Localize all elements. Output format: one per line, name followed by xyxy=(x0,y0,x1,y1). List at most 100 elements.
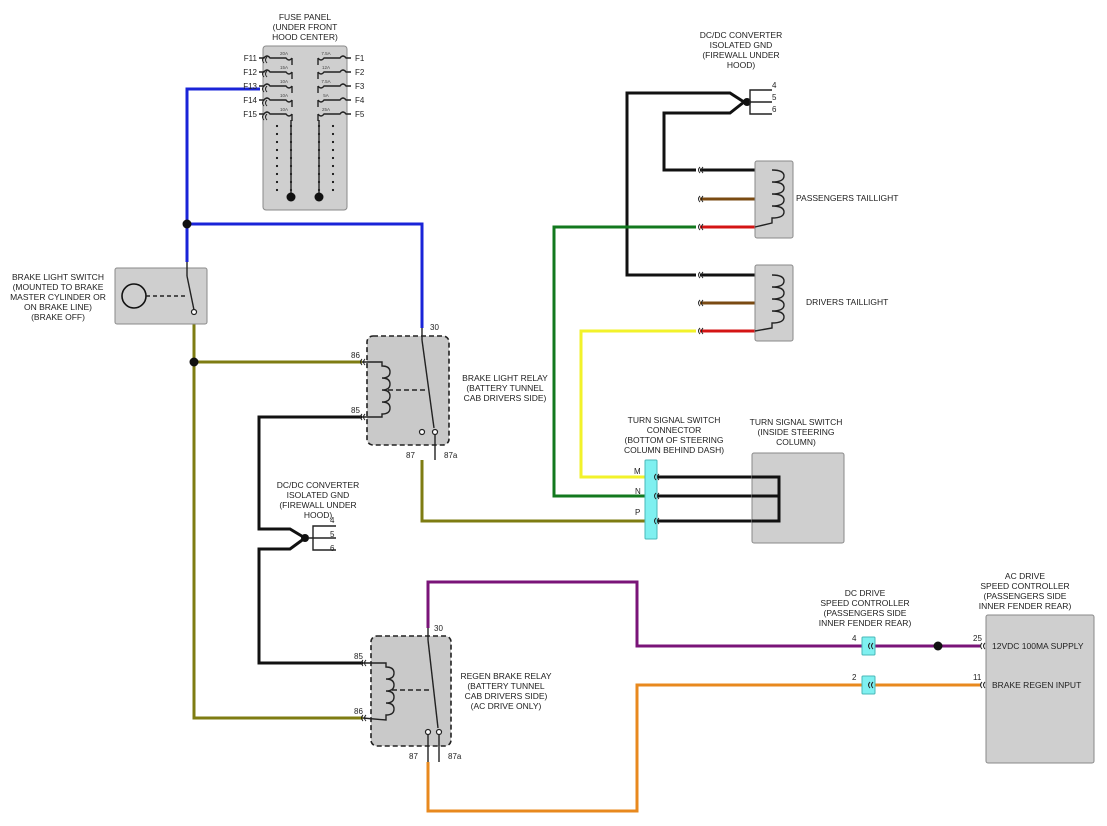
dcdc-top-title-1: DC/DC CONVERTER xyxy=(700,30,783,40)
brake-light-relay: 30 86 85 87 87a BRAKE LIGHT RELAY (BATTE… xyxy=(351,323,548,460)
fuse-right-symbol xyxy=(317,111,351,117)
fuse-right-id: F5 xyxy=(355,110,365,119)
fuse-bus-dot xyxy=(275,156,279,160)
fuse-left-symbol xyxy=(259,83,293,89)
ts-connector-title-2: CONNECTOR xyxy=(647,425,702,435)
brake-relay-pin-87: 87 xyxy=(406,451,415,460)
fuse-right-rating: 5A xyxy=(323,93,329,98)
dcdc-top-title-4: HOOD) xyxy=(727,60,756,70)
terminal-connector-mark xyxy=(361,659,367,667)
regen-relay-pin-87: 87 xyxy=(409,752,418,761)
regen-relay-title-1: REGEN BRAKE RELAY xyxy=(460,671,551,681)
terminal-connector-mark xyxy=(980,642,986,650)
fuse-bus-dot xyxy=(275,188,279,192)
olive-wire-87-to-connector-p xyxy=(420,460,647,523)
ac-drive-title-2: SPEED CONTROLLER xyxy=(980,581,1069,591)
dcdc-top-pin-5: 5 xyxy=(772,93,777,102)
fuse-bus-dot xyxy=(275,132,279,136)
fuse-bus-dot xyxy=(331,180,335,184)
dcdc-mid-pin-5: 5 xyxy=(330,530,335,539)
fuse-left-id: F12 xyxy=(243,68,257,77)
black-wire-dcdc-to-regen-85 xyxy=(257,536,363,665)
blue-wire-fuse-to-switch xyxy=(185,87,260,224)
junction-blue xyxy=(182,219,192,229)
ts-connector-body xyxy=(644,459,658,540)
fuse-left-symbol xyxy=(259,69,293,75)
fuse-panel-title-3: HOOD CENTER) xyxy=(272,32,338,42)
fuse-right-symbol xyxy=(317,83,351,89)
drivers-taillight: DRIVERS TAILLIGHT xyxy=(754,264,888,342)
terminal-connector-mark xyxy=(868,681,874,689)
ts-connector-pin-p: P xyxy=(635,508,640,517)
ac-drive-pin-11: 11 xyxy=(973,673,982,682)
terminal-connector-mark xyxy=(361,714,367,722)
terminal-connector-mark xyxy=(262,70,268,78)
brake-relay-87-terminal xyxy=(418,428,426,436)
fuse-right-rating: 25A xyxy=(322,107,330,112)
regen-relay-pin-86: 86 xyxy=(354,707,363,716)
fuse-left-rating: 10A xyxy=(280,93,288,98)
brake-relay-title-2: (BATTERY TUNNEL xyxy=(466,383,544,393)
dcdc-top-pin-4: 4 xyxy=(772,81,777,90)
regen-brake-relay: 30 85 86 87 87a REGEN BRAKE RELAY (BATTE… xyxy=(354,624,552,762)
dcdc-top-title-3: (FIREWALL UNDER xyxy=(702,50,779,60)
dcdc-mid-pin-6: 6 xyxy=(330,544,335,553)
dcdc-converter-mid: DC/DC CONVERTER ISOLATED GND (FIREWALL U… xyxy=(277,480,360,553)
dcdc-top-pin-6: 6 xyxy=(772,105,777,114)
black-wire-top-dcdc-to-passengers xyxy=(662,100,745,172)
dcdc-mid-common-dot xyxy=(301,534,309,542)
terminal-connector-mark xyxy=(698,195,704,203)
fuse-bus-dot xyxy=(275,180,279,184)
regen-relay-title-3: CAB DRIVERS SIDE) xyxy=(465,691,548,701)
terminal-connector-mark xyxy=(980,681,986,689)
ts-connector-title-4: COLUMN BEHIND DASH) xyxy=(624,445,724,455)
fuse-panel: FUSE PANEL (UNDER FRONT HOOD CENTER) F11… xyxy=(243,12,365,211)
brake-relay-pin-30: 30 xyxy=(430,323,439,332)
ac-drive-body xyxy=(985,614,1095,764)
passengers-taillight: PASSENGERS TAILLIGHT xyxy=(754,160,899,239)
regen-relay-87a-terminal xyxy=(435,728,443,736)
regen-relay-switch-blade xyxy=(427,639,439,729)
brake-relay-title-1: BRAKE LIGHT RELAY xyxy=(462,373,548,383)
brake-light-switch: BRAKE LIGHT SWITCH (MOUNTED TO BRAKE MAS… xyxy=(10,262,208,325)
black-wire-relay-85-to-dcdc xyxy=(257,415,362,540)
dc-drive-title-3: (PASSENGERS SIDE xyxy=(824,608,907,618)
brake-switch-title-4: ON BRAKE LINE) xyxy=(24,302,92,312)
fuse-bus-dot xyxy=(275,172,279,176)
turn-signal-connector: TURN SIGNAL SWITCH CONNECTOR (BOTTOM OF … xyxy=(624,415,724,540)
dcdc-mid-title-3: (FIREWALL UNDER xyxy=(279,500,356,510)
fuse-panel-title-2: (UNDER FRONT xyxy=(273,22,338,32)
dcdc-top-common-dot xyxy=(743,98,751,106)
terminal-connector-mark xyxy=(360,413,366,421)
fuse-bus-dot xyxy=(275,148,279,152)
fuse-panel-title-1: FUSE PANEL xyxy=(279,12,332,22)
fuse-right-id: F4 xyxy=(355,96,365,105)
dc-drive-title-1: DC DRIVE xyxy=(845,588,886,598)
ac-drive-supply-label: 12VDC 100MA SUPPLY xyxy=(992,641,1084,651)
fuse-bus-dot xyxy=(331,188,335,192)
brake-relay-switch-blade xyxy=(421,339,435,429)
brake-switch-title-5: (BRAKE OFF) xyxy=(31,312,85,322)
terminal-connector-mark xyxy=(698,299,704,307)
ac-drive-title-3: (PASSENGERS SIDE xyxy=(984,591,1067,601)
brake-relay-title-3: CAB DRIVERS SIDE) xyxy=(464,393,547,403)
fuse-bus-dot xyxy=(275,140,279,144)
regen-relay-pin-30: 30 xyxy=(434,624,443,633)
brake-relay-87a-terminal xyxy=(431,428,439,436)
fuse-bus-terminal-right xyxy=(314,192,324,202)
blue-wire-to-relay-30 xyxy=(187,222,424,328)
terminal-connector-mark xyxy=(654,492,660,500)
terminal-connector-mark xyxy=(654,517,660,525)
fuse-right-rating: 7.5A xyxy=(321,51,330,56)
passengers-taillight-label: PASSENGERS TAILLIGHT xyxy=(796,193,899,203)
ts-connector-title-1: TURN SIGNAL SWITCH xyxy=(628,415,721,425)
fuse-right-id: F1 xyxy=(355,54,365,63)
terminal-connector-mark xyxy=(262,99,268,107)
ts-switch-title-3: COLUMN) xyxy=(776,437,816,447)
fuse-left-id: F15 xyxy=(243,110,257,119)
fuse-right-symbol xyxy=(317,97,351,103)
